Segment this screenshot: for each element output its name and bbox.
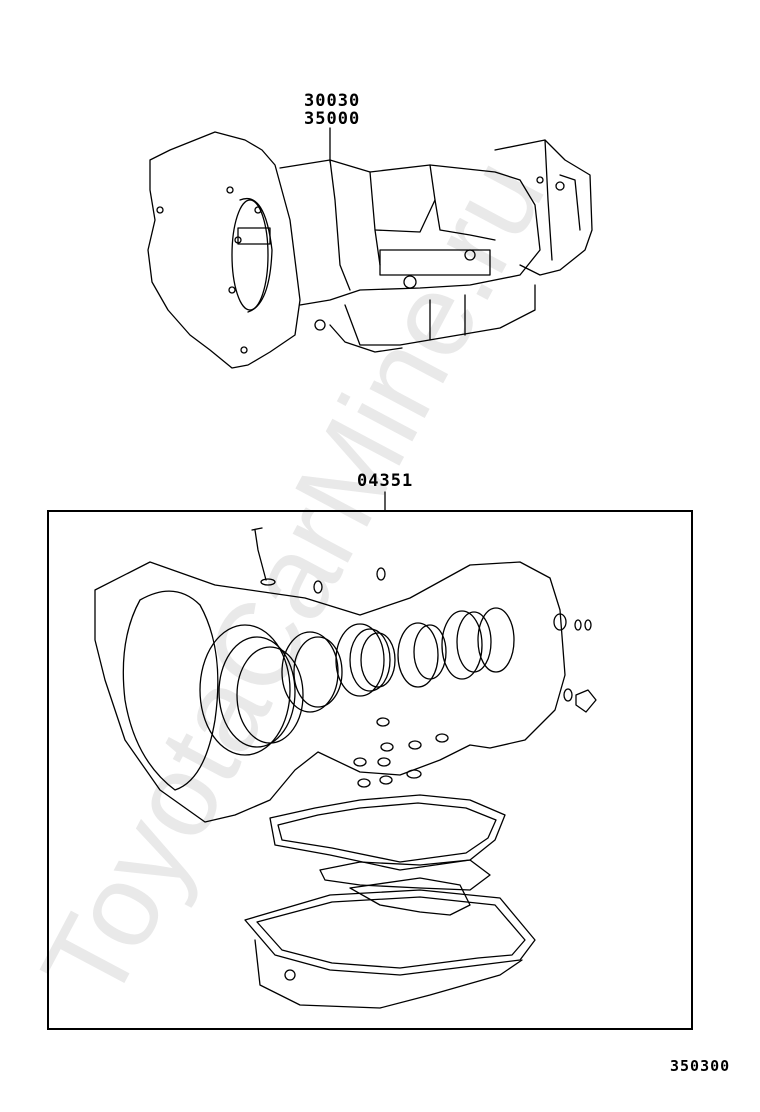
figure-number: 350300 [670,1057,731,1075]
part-number-30030: 30030 [304,91,361,111]
gasket-kit-drawing [94,527,597,1009]
overhaul-kit-frame [47,491,693,1030]
part-number-35000: 35000 [304,109,361,129]
part-number-04351: 04351 [357,471,414,491]
transmission-assembly-drawing [147,127,593,369]
